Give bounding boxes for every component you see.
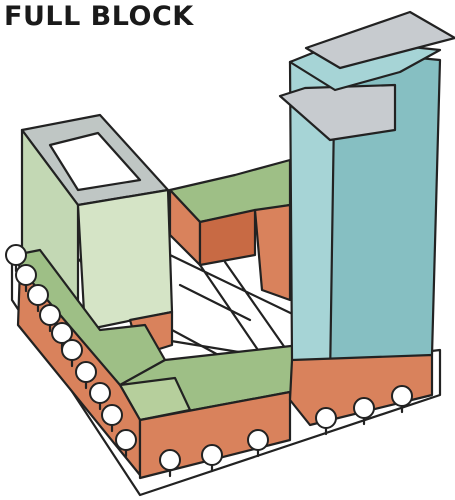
street-tree [61, 339, 83, 368]
street-tree [101, 404, 123, 433]
midrise-front-wall [76, 188, 174, 332]
tower-setback-ledge [278, 83, 397, 142]
street-tree [159, 449, 181, 478]
diagram-title: FULL BLOCK [4, 1, 194, 32]
tower-roof-upper [304, 10, 455, 70]
street-tree [39, 304, 61, 333]
street-tree [247, 429, 269, 458]
podium-back-front [198, 208, 257, 267]
street-tree [5, 244, 27, 273]
street-tree [27, 284, 49, 313]
street-tree [115, 429, 137, 458]
podium-right-wall [253, 203, 292, 302]
midrise-roof-inset [48, 131, 142, 192]
street-tree [201, 444, 223, 473]
street-tree [75, 361, 97, 390]
courtyard-paving [163, 253, 307, 377]
street-tree [315, 407, 337, 436]
street-tree [15, 264, 37, 293]
street-tree [391, 385, 413, 414]
street-tree [89, 382, 111, 411]
street-tree [353, 397, 375, 426]
